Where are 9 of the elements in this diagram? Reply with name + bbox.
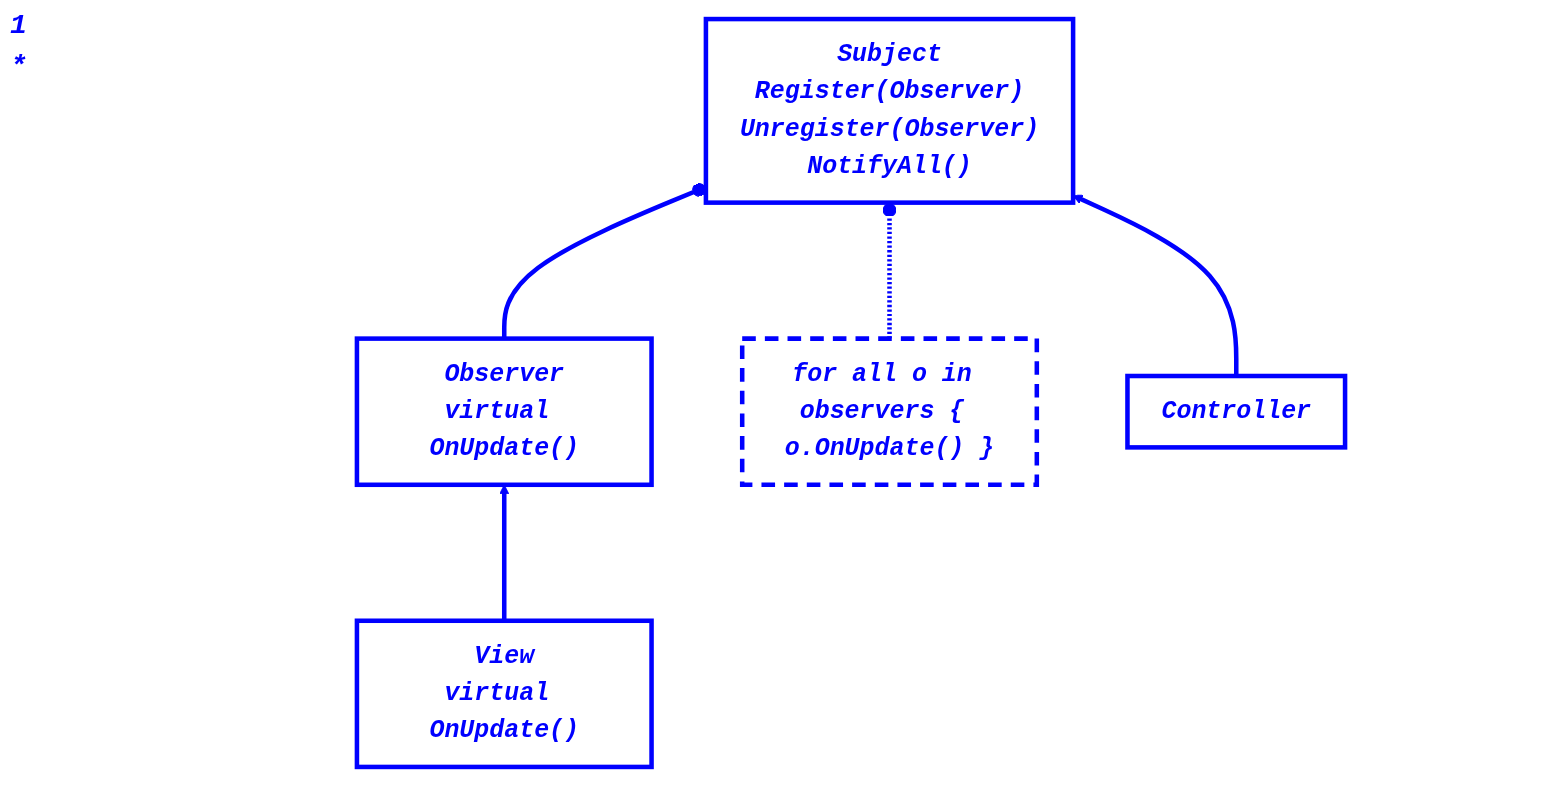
node-box: Subject Register(Observer) Unregister(Observer) NotifyAll() xyxy=(703,16,1076,205)
node-box: Observer virtual OnUpdate() xyxy=(354,336,654,488)
node-box: Controller xyxy=(1125,373,1348,450)
arrow xyxy=(1072,194,1239,376)
arrow xyxy=(499,484,510,621)
node-box: for all o in observers { o.OnUpdate() } xyxy=(739,336,1040,488)
node-box: View virtual OnUpdate() xyxy=(354,618,654,770)
multiplicity-label: * xyxy=(10,51,28,82)
multiplicity-label: 1 xyxy=(10,10,28,41)
